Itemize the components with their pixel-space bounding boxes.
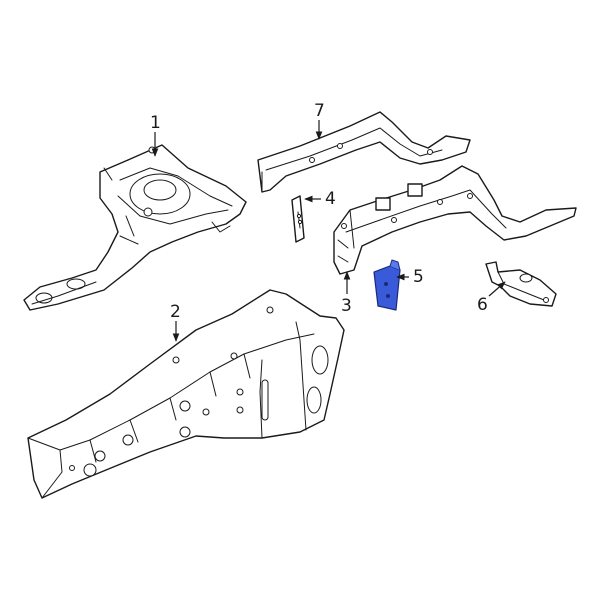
callout-4-label: 4 xyxy=(325,189,336,209)
callout-6: 6 xyxy=(477,281,506,315)
callout-1-label: 1 xyxy=(150,113,161,133)
callout-7-label: 7 xyxy=(314,101,325,121)
callout-1: 1 xyxy=(150,113,161,157)
callout-4: 4 xyxy=(304,189,336,209)
callout-5: 5 xyxy=(396,267,424,287)
callout-2: 2 xyxy=(170,302,181,342)
callout-2-label: 2 xyxy=(170,302,181,322)
part-4-bracket xyxy=(291,195,305,243)
callout-3-label: 3 xyxy=(341,296,352,316)
part-6-rear-bracket xyxy=(485,261,557,307)
callout-5-label: 5 xyxy=(413,267,424,287)
part-3-lower-rail xyxy=(333,165,577,275)
part-5-bracket-highlighted xyxy=(373,259,401,311)
part-2-side-member xyxy=(27,289,345,499)
callout-7: 7 xyxy=(314,101,325,140)
callout-6-label: 6 xyxy=(477,295,488,315)
callout-3: 3 xyxy=(341,271,352,316)
part-1-strut-tower xyxy=(23,144,247,311)
part-7-upper-rail xyxy=(257,111,471,193)
